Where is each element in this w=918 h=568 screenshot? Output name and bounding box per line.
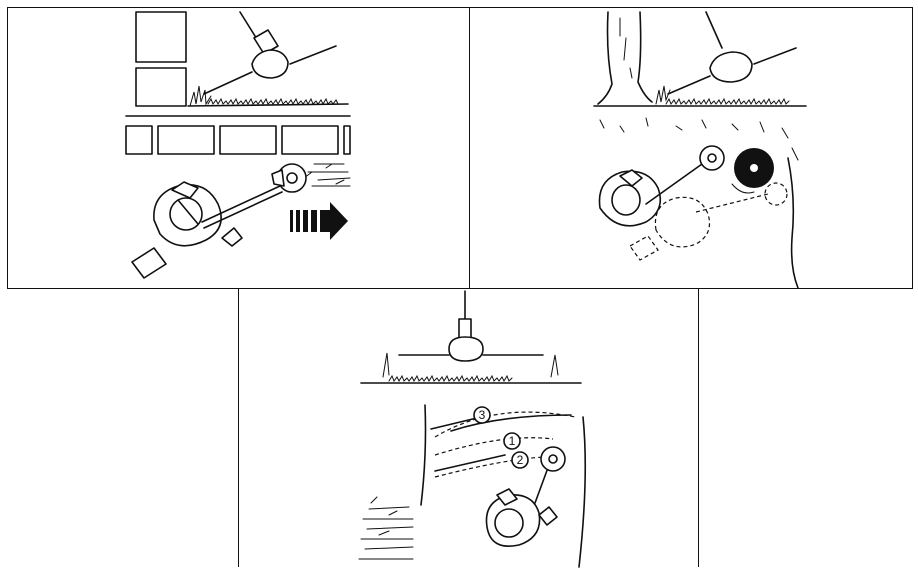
- paving-stone-5: [344, 126, 350, 154]
- cutting-guard: [272, 170, 284, 186]
- cutting-head-hub: [708, 154, 716, 162]
- step-marker-2: 2: [512, 452, 528, 468]
- row-mowing-illustration: 3 1 2: [239, 289, 700, 568]
- operator-head: [170, 198, 202, 230]
- trimmer-head-side: [449, 337, 483, 361]
- paving-stone-1: [126, 126, 152, 154]
- cutting-head-hub: [549, 455, 557, 463]
- trimmer-motor: [132, 248, 166, 278]
- svg-text:2: 2: [517, 453, 524, 467]
- field-edge-left: [421, 405, 426, 505]
- tree-bark: [620, 18, 632, 78]
- operator-body-ghost: [655, 197, 709, 247]
- trimmer-line-left: [668, 76, 710, 94]
- tree-trunk-side: [598, 12, 652, 104]
- tree-trunk-top: [788, 158, 798, 288]
- mowing-arrow-3: [431, 415, 571, 431]
- grass-edge: [600, 118, 798, 160]
- paving-stone-3: [220, 126, 276, 154]
- trimmer-line-right: [754, 48, 796, 64]
- step-marker-3: 3: [474, 407, 490, 423]
- trimmer-shaft-ghost: [696, 194, 768, 212]
- cut-grass-patch: [359, 497, 413, 559]
- paving-stone-4: [282, 126, 338, 154]
- cutting-head-ghost: [765, 183, 787, 205]
- trimmer-collar: [459, 319, 471, 339]
- svg-text:3: 3: [479, 408, 486, 422]
- cut-area-center: [750, 164, 758, 172]
- panel-edge-trimming: [7, 7, 470, 289]
- grass-blades: [656, 86, 789, 104]
- operator-hand-right: [539, 507, 557, 525]
- field-edge-right: [579, 417, 585, 567]
- operator-hand-right: [222, 228, 242, 246]
- trimmer-shaft-top: [535, 465, 549, 503]
- trimmer-line-right: [290, 46, 336, 64]
- direction-arrow-icon: [290, 202, 348, 240]
- operator-head: [495, 509, 523, 537]
- step-marker-1: 1: [504, 433, 520, 449]
- grass-patch: [304, 164, 350, 186]
- trimmer-head-side: [252, 50, 288, 78]
- trimmer-motor-ghost: [630, 236, 658, 260]
- trimmer-head-side: [710, 52, 752, 82]
- svg-text:1: 1: [509, 434, 516, 448]
- panel-row-mowing: 3 1 2: [238, 288, 699, 567]
- edge-trimming-illustration: [8, 8, 471, 290]
- mowing-row-1: [435, 438, 553, 455]
- trimmer-line-left: [204, 72, 252, 94]
- trimmer-shaft: [706, 12, 722, 48]
- cutting-head-hub: [287, 173, 297, 183]
- operator-head: [612, 185, 640, 215]
- wall-block-lower: [136, 68, 186, 106]
- grass-blades: [190, 86, 338, 106]
- tree-trimming-illustration: [470, 8, 914, 290]
- paving-stone-2: [158, 126, 214, 154]
- panel-tree-trimming: [469, 7, 913, 289]
- wall-block-upper: [136, 12, 186, 62]
